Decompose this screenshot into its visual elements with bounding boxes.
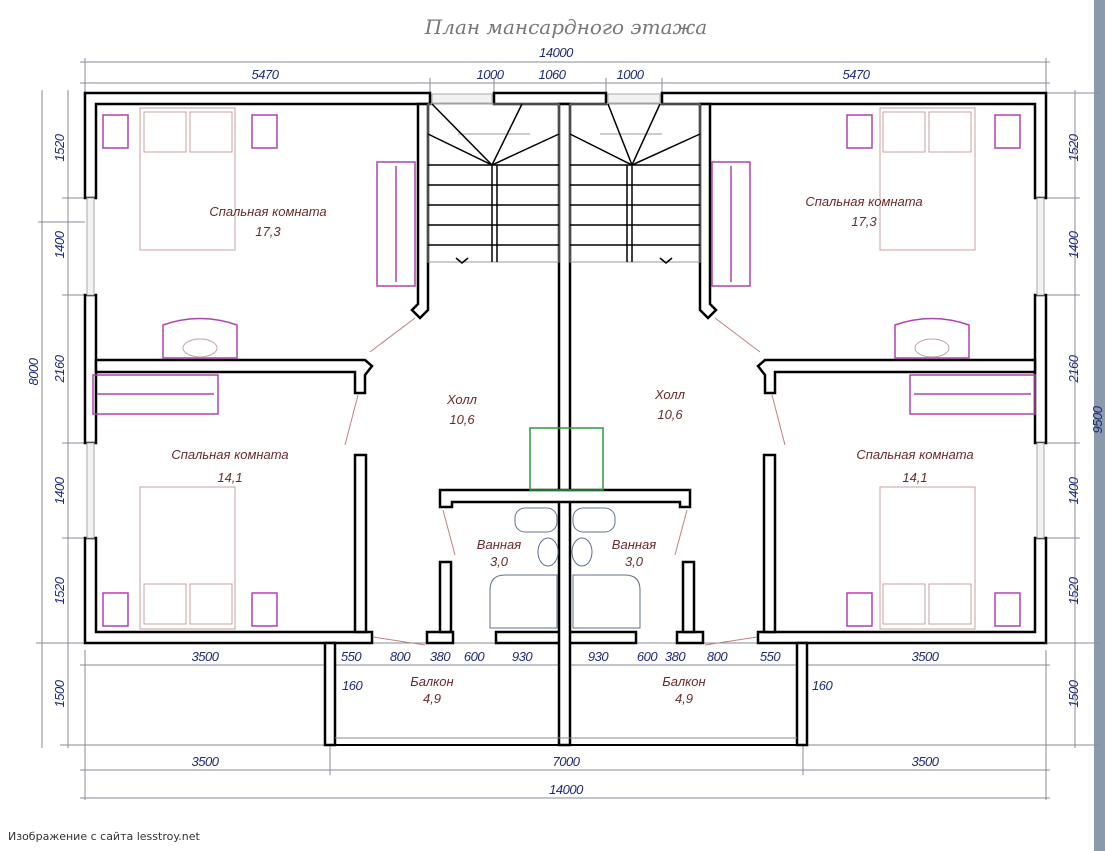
bed-icon	[879, 486, 976, 630]
nightstand-icon	[251, 592, 278, 627]
bathroom-fixtures-icon	[489, 507, 641, 629]
room-name: Спальная комната	[805, 194, 922, 209]
dresser-icon	[894, 317, 970, 359]
room-name: Балкон	[662, 674, 705, 689]
room-labels: Спальная комната 17,3 Спальная комната 1…	[171, 194, 973, 706]
dim-wall-thickness: 160	[342, 678, 363, 693]
dim-bottom: 380	[665, 649, 686, 664]
dim-right-seg: 1400	[1066, 230, 1081, 258]
room-name: Холл	[446, 392, 478, 407]
wardrobe-icon	[909, 374, 1036, 415]
dim-bottom: 3500	[912, 649, 940, 664]
dim-bottom: 380	[430, 649, 451, 664]
door-swings	[344, 317, 786, 646]
dim-top-seg: 1000	[477, 67, 505, 82]
dim-left-seg: 1400	[52, 230, 67, 258]
dresser-icon	[162, 317, 238, 359]
nightstand-icon	[994, 592, 1021, 627]
dim-left-seg: 1520	[52, 133, 67, 161]
room-area: 4,9	[423, 691, 441, 706]
dim-bottom: 600	[637, 649, 658, 664]
dim-bottom: 800	[390, 649, 411, 664]
plan-title: План мансардного этажа	[424, 15, 707, 39]
dim-bottom: 550	[341, 649, 362, 664]
wardrobe-icon	[92, 374, 219, 415]
room-name: Балкон	[410, 674, 453, 689]
dim-bottom-row2: 3500	[912, 754, 940, 769]
room-area: 10,6	[657, 407, 683, 422]
dim-bottom-row2: 7000	[553, 754, 581, 769]
dim-right-seg: 1520	[1066, 576, 1081, 604]
right-edge-bar	[1094, 0, 1105, 851]
room-name: Спальная комната	[856, 447, 973, 462]
wardrobe-icon	[711, 161, 751, 287]
wardrobe-icon	[376, 161, 416, 287]
room-area: 14,1	[217, 470, 242, 485]
room-area: 3,0	[490, 554, 509, 569]
nightstand-icon	[102, 592, 129, 627]
image-caption: Изображение с сайта lesstroy.net	[8, 830, 200, 843]
dim-right-seg: 1520	[1066, 133, 1081, 161]
nightstand-icon	[994, 114, 1021, 149]
dim-left-seg: 1400	[52, 476, 67, 504]
dim-bottom: 930	[512, 649, 533, 664]
room-name: Спальная комната	[209, 204, 326, 219]
dim-right-seg: 2160	[1066, 354, 1081, 383]
dim-left-seg: 2160	[52, 354, 67, 383]
dim-left-total: 8000	[26, 357, 41, 385]
room-area: 4,9	[675, 691, 693, 706]
dim-top-seg: 5470	[252, 67, 280, 82]
dim-bottom-total: 14000	[549, 782, 584, 797]
bed-icon	[879, 107, 976, 251]
walls	[83, 91, 1048, 747]
stair-void-outline	[529, 427, 604, 491]
dim-bottom: 600	[464, 649, 485, 664]
dim-wall-thickness: 160	[812, 678, 833, 693]
dim-bottom: 800	[707, 649, 728, 664]
nightstand-icon	[846, 592, 873, 627]
dim-right-total: 9500	[1090, 405, 1105, 433]
dim-top-seg: 5470	[843, 67, 871, 82]
dim-bottom: 550	[760, 649, 781, 664]
dim-bottom-row2: 3500	[192, 754, 220, 769]
dim-top-seg: 1060	[539, 67, 567, 82]
dim-top-seg: 1000	[617, 67, 645, 82]
room-name: Ванная	[612, 537, 656, 552]
nightstand-icon	[251, 114, 278, 149]
dim-bottom: 3500	[192, 649, 220, 664]
room-area: 17,3	[255, 224, 281, 239]
dim-right-balcony: 1500	[1066, 679, 1081, 707]
room-area: 14,1	[902, 470, 927, 485]
nightstand-icon	[846, 114, 873, 149]
bottom-dims-row1: 3500 550 800 380 600 930 930 600 380 800…	[192, 649, 941, 664]
staircase-right	[569, 103, 701, 264]
dim-bottom: 930	[588, 649, 609, 664]
dim-left-balcony: 1500	[52, 679, 67, 707]
room-name: Ванная	[477, 537, 521, 552]
staircase-left	[427, 103, 560, 264]
dim-top-total: 14000	[539, 45, 574, 60]
dim-left-seg: 1520	[52, 576, 67, 604]
furniture	[92, 107, 1036, 630]
room-area: 3,0	[625, 554, 644, 569]
nightstand-icon	[102, 114, 129, 149]
room-area: 10,6	[449, 412, 475, 427]
room-name: Холл	[654, 387, 686, 402]
bed-icon	[139, 107, 236, 251]
bed-icon	[139, 486, 236, 630]
room-name: Спальная комната	[171, 447, 288, 462]
dim-right-seg: 1400	[1066, 476, 1081, 504]
room-area: 17,3	[851, 214, 877, 229]
